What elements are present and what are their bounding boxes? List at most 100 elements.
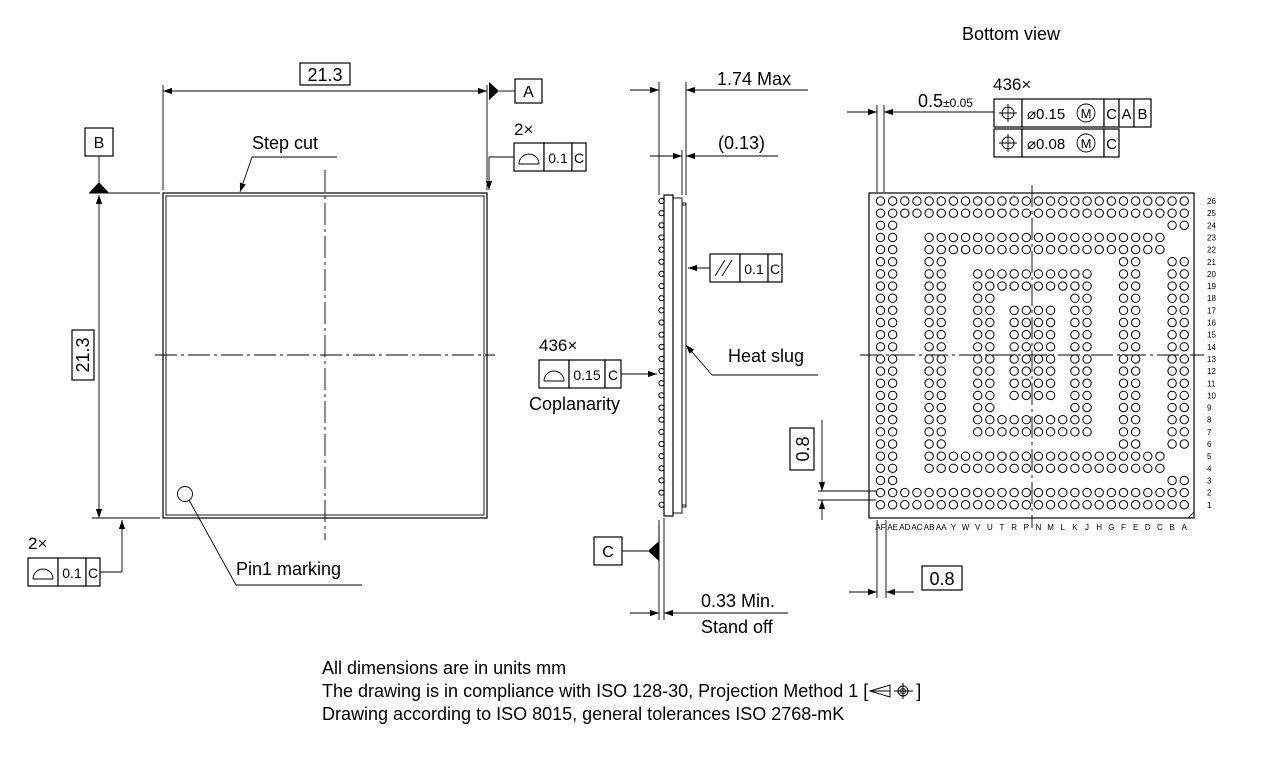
solder-ball [985,281,995,291]
solder-ball [875,220,886,231]
side-solder-ball [658,343,665,350]
solder-ball [936,487,946,498]
solder-ball [887,439,898,449]
solder-ball [1167,390,1177,401]
solder-ball [1009,317,1019,328]
solder-ball [1045,463,1056,473]
solder-ball [948,487,959,498]
flatness-left-count: 2× [28,534,47,553]
solder-ball [1167,317,1177,328]
solder-ball [1058,232,1068,243]
solder-ball [997,500,1007,510]
solder-ball [1130,196,1141,206]
solder-ball [1045,354,1056,364]
solder-ball [875,475,886,486]
row-label: 18 [1207,294,1216,303]
solder-ball [887,305,898,316]
solder-ball [924,354,934,364]
solder-ball [1009,305,1019,316]
solder-ball [1167,415,1177,425]
solder-ball [1155,500,1165,510]
solder-ball [1021,317,1032,328]
solder-ball [912,500,922,510]
pos-tol-2-datum-1: C [1106,136,1117,153]
solder-ball [936,427,946,437]
bottom-view: Bottom view 436× 0.5±0.05 ⌀0.15 M C A B [789,24,1216,598]
solder-ball [1070,329,1080,340]
solder-ball [1070,415,1080,425]
solder-ball [1033,305,1044,316]
solder-ball [1167,257,1177,267]
solder-ball [973,487,983,498]
solder-ball [973,329,983,340]
solder-ball [1094,451,1104,461]
solder-ball [1033,378,1044,388]
solder-ball [985,244,995,255]
pitch-vertical: 0.8 [793,436,813,461]
solder-ball [1033,366,1044,376]
ball-diameter: 0.5±0.05 [918,91,973,111]
row-label: 5 [1207,452,1212,461]
solder-ball [1118,500,1129,510]
solder-ball [1058,500,1068,510]
solder-ball [1058,487,1068,498]
note-projection-end: ] [916,681,922,701]
solder-ball [973,196,983,206]
solder-ball [1118,342,1129,352]
solder-ball [1033,487,1044,498]
side-solder-ball [658,319,665,326]
solder-ball [1009,390,1019,401]
solder-ball [1179,293,1189,303]
column-label: T [1000,523,1005,532]
solder-ball [948,208,959,218]
solder-ball [1058,451,1068,461]
solder-ball [1118,451,1129,461]
solder-ball [1082,293,1092,303]
pos-tol-1-datum-1: C [1106,106,1117,123]
solder-ball [1070,500,1080,510]
row-labels: 2625242322212019181716151413121110987654… [1207,197,1216,510]
solder-ball [1082,378,1092,388]
solder-ball [1130,451,1141,461]
solder-ball [973,269,983,279]
solder-ball [1070,317,1080,328]
solder-ball [1167,220,1177,231]
solder-ball [887,390,898,401]
solder-ball [924,329,934,340]
row-label: 3 [1207,476,1212,485]
solder-ball [1082,427,1092,437]
row-label: 21 [1207,258,1216,267]
solder-ball [924,232,934,243]
solder-ball [1143,463,1153,473]
pitch-horizontal: 0.8 [929,569,954,589]
solder-ball [1130,390,1141,401]
solder-ball [1033,317,1044,328]
solder-ball [1094,500,1104,510]
corner-chamfer [1187,511,1195,519]
solder-ball [1045,487,1056,498]
side-solder-ball [658,477,665,484]
side-solder-ball [658,404,665,411]
solder-ball [924,390,934,401]
solder-ball [1082,244,1092,255]
solder-ball [960,208,971,218]
solder-ball [1033,354,1044,364]
side-solder-ball [658,246,665,253]
solder-ball [887,317,898,328]
note-projection-text: The drawing is in compliance with ISO 12… [322,681,869,701]
pos-tol-2-mod: M [1081,136,1092,151]
solder-ball [1082,232,1092,243]
solder-ball [1094,244,1104,255]
solder-ball [985,415,995,425]
solder-ball [985,293,995,303]
solder-ball [1179,329,1189,340]
datum-b-label: B [94,135,105,152]
solder-ball [1118,232,1129,243]
solder-ball [1167,487,1177,498]
solder-ball [1045,415,1056,425]
column-label: AE [887,523,898,532]
datum-c-triangle [648,541,659,561]
solder-ball [1070,487,1080,498]
solder-ball [1082,342,1092,352]
solder-ball [1118,305,1129,316]
